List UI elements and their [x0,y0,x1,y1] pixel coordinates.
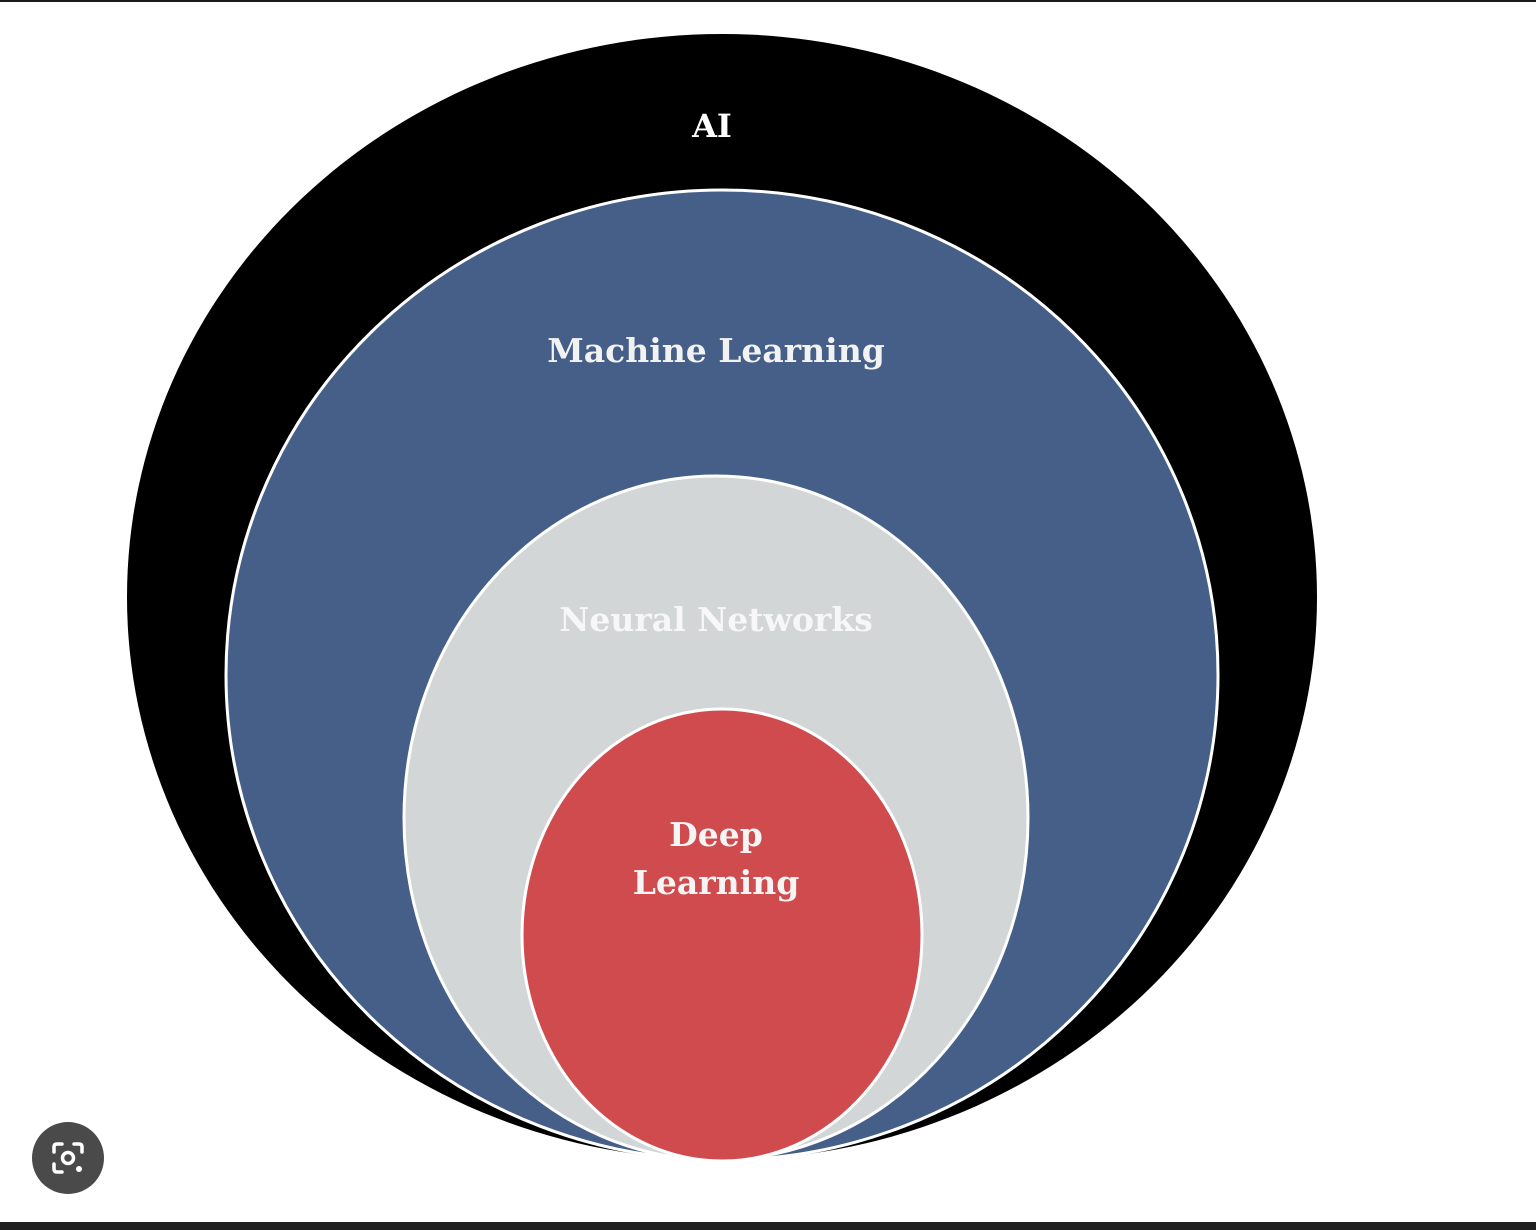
deep-learning-label-line-2: Learning [633,863,800,902]
neural-networks-label: Neural Networks [559,600,873,639]
visual-search-button[interactable] [32,1122,104,1194]
deep-learning-circle [520,707,924,1163]
visual-search-icon [52,1142,84,1174]
top-border [0,0,1536,2]
ai-label: AI [691,107,732,145]
bottom-border [0,1222,1536,1230]
deep-learning-label-line-1: Deep [669,815,763,854]
machine-learning-label: Machine Learning [547,331,885,370]
